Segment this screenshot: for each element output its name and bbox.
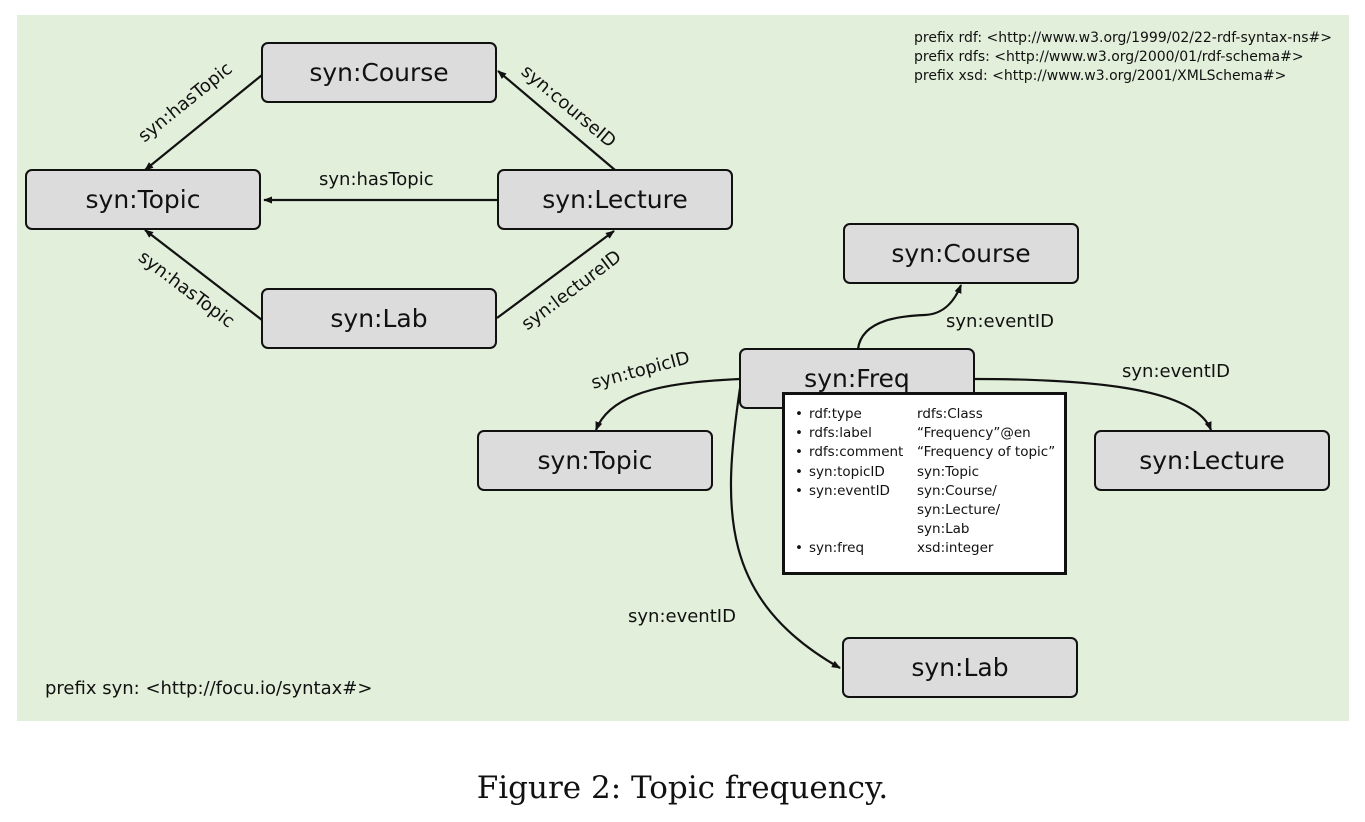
property-value: “Frequency of topic” — [917, 444, 1056, 461]
prefix-syn: prefix syn: <http://focu.io/syntax#> — [45, 678, 373, 699]
property-value: “Frequency”@en — [917, 425, 1031, 442]
label-lecture-hastopic: syn:hasTopic — [319, 169, 434, 190]
bullet: • — [795, 463, 803, 480]
bullet: • — [795, 540, 803, 557]
label-freq-lab-eventid: syn:eventID — [628, 606, 736, 627]
bullet: • — [795, 444, 803, 461]
property-row-continued: syn:Lab — [795, 520, 1055, 539]
right-lecture-node: syn:Lecture — [1094, 430, 1330, 491]
right-topic-node: syn:Topic — [477, 430, 713, 491]
property-key: syn:freq — [809, 540, 865, 557]
left-lecture-node: syn:Lecture — [497, 169, 733, 230]
property-key: rdfs:comment — [809, 444, 904, 461]
edge-freq-lecture — [974, 377, 1213, 431]
property-row: • rdfs:label “Frequency”@en — [795, 424, 1055, 443]
property-row: • rdfs:comment “Frequency of topic” — [795, 443, 1055, 462]
property-row: • syn:eventID syn:Course/ — [795, 482, 1055, 501]
freq-properties-box: • rdf:type rdfs:Class • rdfs:label “Freq… — [782, 392, 1067, 575]
property-row-continued: syn:Lecture/ — [795, 501, 1055, 520]
property-key: syn:topicID — [809, 463, 885, 480]
prefix-rdf: prefix rdf: <http://www.w3.org/1999/02/2… — [914, 30, 1332, 46]
property-value: xsd:integer — [917, 540, 994, 557]
property-key: rdfs:label — [809, 425, 872, 442]
property-value: syn:Lab — [917, 521, 970, 538]
diagram-panel — [17, 15, 1349, 721]
edge-lab-topic — [144, 229, 263, 321]
property-row: • rdf:type rdfs:Class — [795, 405, 1055, 424]
freq-properties-table: • rdf:type rdfs:Class • rdfs:label “Freq… — [795, 405, 1055, 559]
property-value: syn:Lecture/ — [917, 502, 1001, 519]
property-key: syn:eventID — [809, 482, 890, 499]
property-value: rdfs:Class — [917, 406, 983, 422]
bullet: • — [795, 406, 803, 422]
edge-freq-course — [856, 284, 963, 350]
right-course-node: syn:Course — [843, 223, 1079, 284]
figure-caption: Figure 2: Topic frequency. — [476, 770, 889, 806]
edge-lecture-course — [497, 70, 616, 171]
prefix-xsd: prefix xsd: <http://www.w3.org/2001/XMLS… — [914, 68, 1287, 84]
left-topic-node: syn:Topic — [25, 169, 261, 230]
bullet: • — [795, 425, 803, 442]
edge-lab-lecture — [496, 230, 615, 319]
right-lab-node: syn:Lab — [842, 637, 1078, 698]
left-lab-node: syn:Lab — [261, 288, 497, 349]
property-row: • syn:freq xsd:integer — [795, 539, 1055, 558]
edge-freq-topic — [594, 377, 741, 431]
prefix-rdfs: prefix rdfs: <http://www.w3.org/2000/01/… — [914, 49, 1304, 65]
property-key: rdf:type — [809, 406, 862, 422]
label-freq-course-eventid: syn:eventID — [946, 311, 1054, 332]
bullet: • — [795, 482, 803, 499]
left-course-node: syn:Course — [261, 42, 497, 103]
label-freq-lecture-eventid: syn:eventID — [1122, 361, 1230, 382]
property-value: syn:Topic — [917, 463, 980, 480]
edge-freq-lab — [729, 387, 841, 669]
edge-course-topic — [144, 74, 263, 171]
property-row: • syn:topicID syn:Topic — [795, 463, 1055, 482]
property-value: syn:Course/ — [917, 482, 997, 499]
